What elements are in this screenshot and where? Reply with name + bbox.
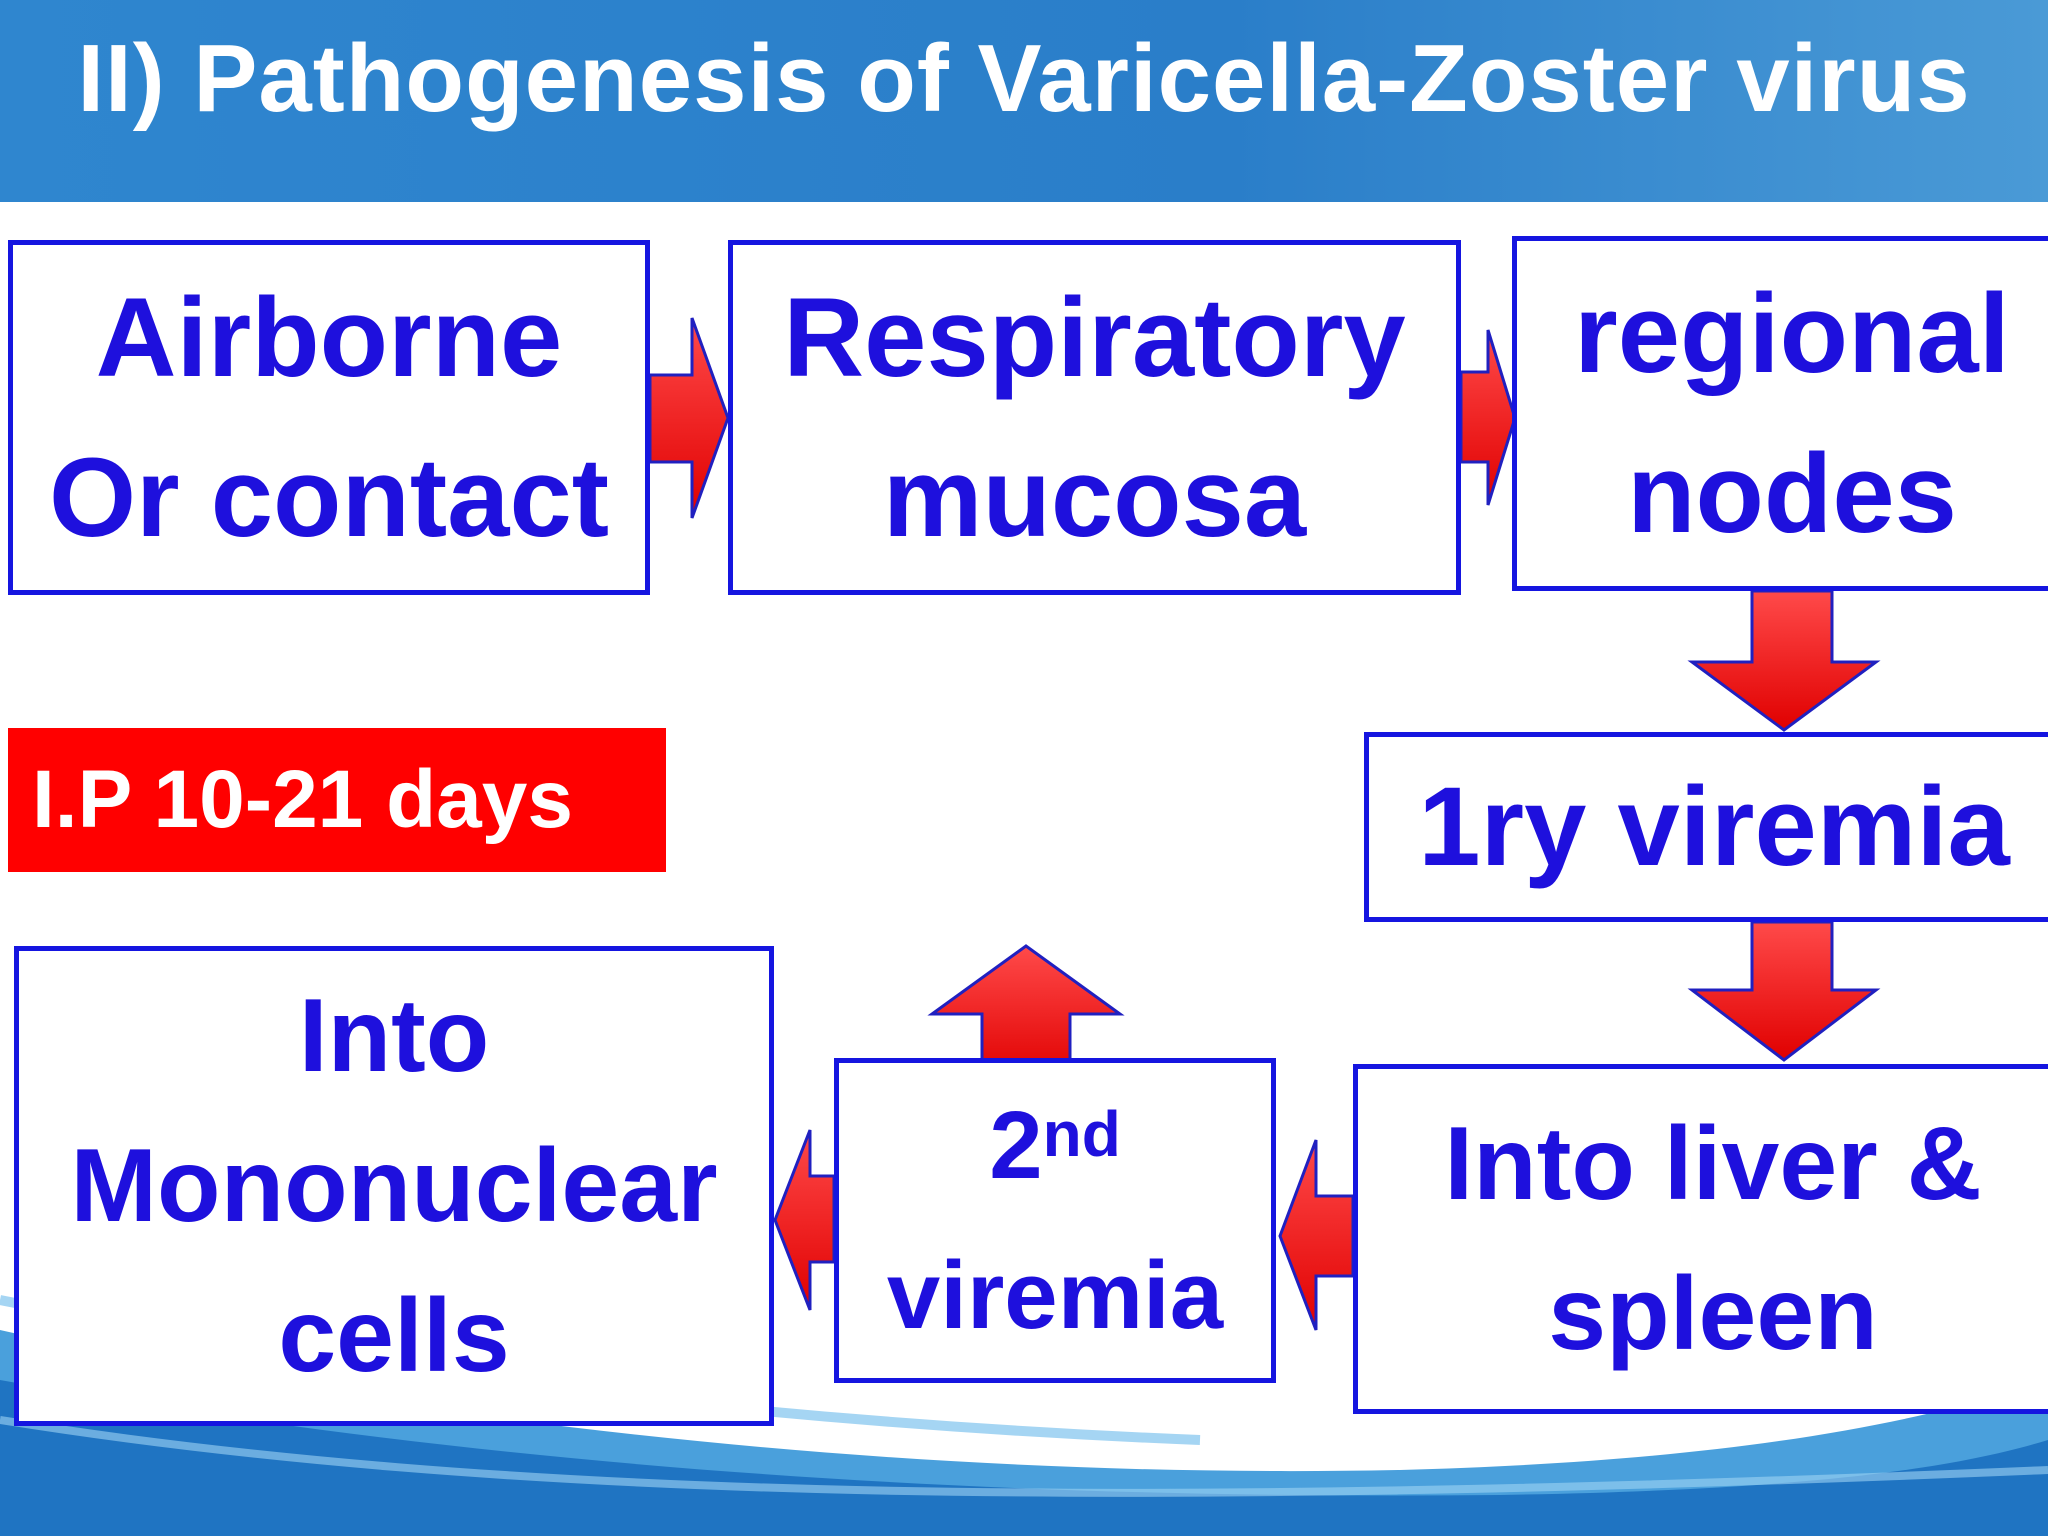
second-viremia-ordinal: 2nd xyxy=(989,1071,1121,1221)
regional-line-2: nodes xyxy=(1627,430,1957,556)
arrow-left-2 xyxy=(773,1129,836,1311)
mononuclear-cells-box: Into Mononuclear cells xyxy=(14,946,774,1426)
regional-line-1: regional xyxy=(1574,270,2010,396)
liver-spleen-box: Into liver & spleen xyxy=(1353,1064,2048,1414)
primary-viremia-label: 1ry viremia xyxy=(1418,764,2010,889)
mononuclear-line-1: Into xyxy=(298,978,490,1094)
second-viremia-box: 2nd viremia xyxy=(834,1058,1276,1383)
ordinal-number: 2 xyxy=(989,1091,1043,1199)
arrow-down-1 xyxy=(1687,589,1881,732)
ordinal-suffix: nd xyxy=(1042,1097,1121,1170)
respiratory-mucosa-box: Respiratory mucosa xyxy=(728,240,1461,595)
primary-viremia-box: 1ry viremia xyxy=(1364,732,2048,922)
airborne-line-2: Or contact xyxy=(48,434,610,560)
title-bar: II) Pathogenesis of Varicella-Zoster vir… xyxy=(0,0,2048,202)
liver-spleen-line-1: Into liver & xyxy=(1444,1106,1982,1222)
arrow-left-1 xyxy=(1278,1139,1355,1331)
second-viremia-word: viremia xyxy=(886,1241,1224,1349)
liver-spleen-line-2: spleen xyxy=(1548,1256,1878,1372)
slide-title: II) Pathogenesis of Varicella-Zoster vir… xyxy=(77,25,1971,132)
mononuclear-line-3: cells xyxy=(278,1278,510,1394)
incubation-period-label: I.P 10-21 days xyxy=(8,728,666,872)
arrow-right-2 xyxy=(1459,329,1517,506)
respiratory-line-2: mucosa xyxy=(882,434,1307,560)
respiratory-line-1: Respiratory xyxy=(783,274,1406,400)
regional-nodes-box: regional nodes xyxy=(1512,236,2048,591)
airborne-line-1: Airborne xyxy=(95,274,563,400)
arrow-down-2 xyxy=(1687,920,1881,1062)
mononuclear-line-2: Mononuclear xyxy=(70,1128,718,1244)
airborne-box: Airborne Or contact xyxy=(8,240,650,595)
arrow-right-1 xyxy=(648,317,730,519)
